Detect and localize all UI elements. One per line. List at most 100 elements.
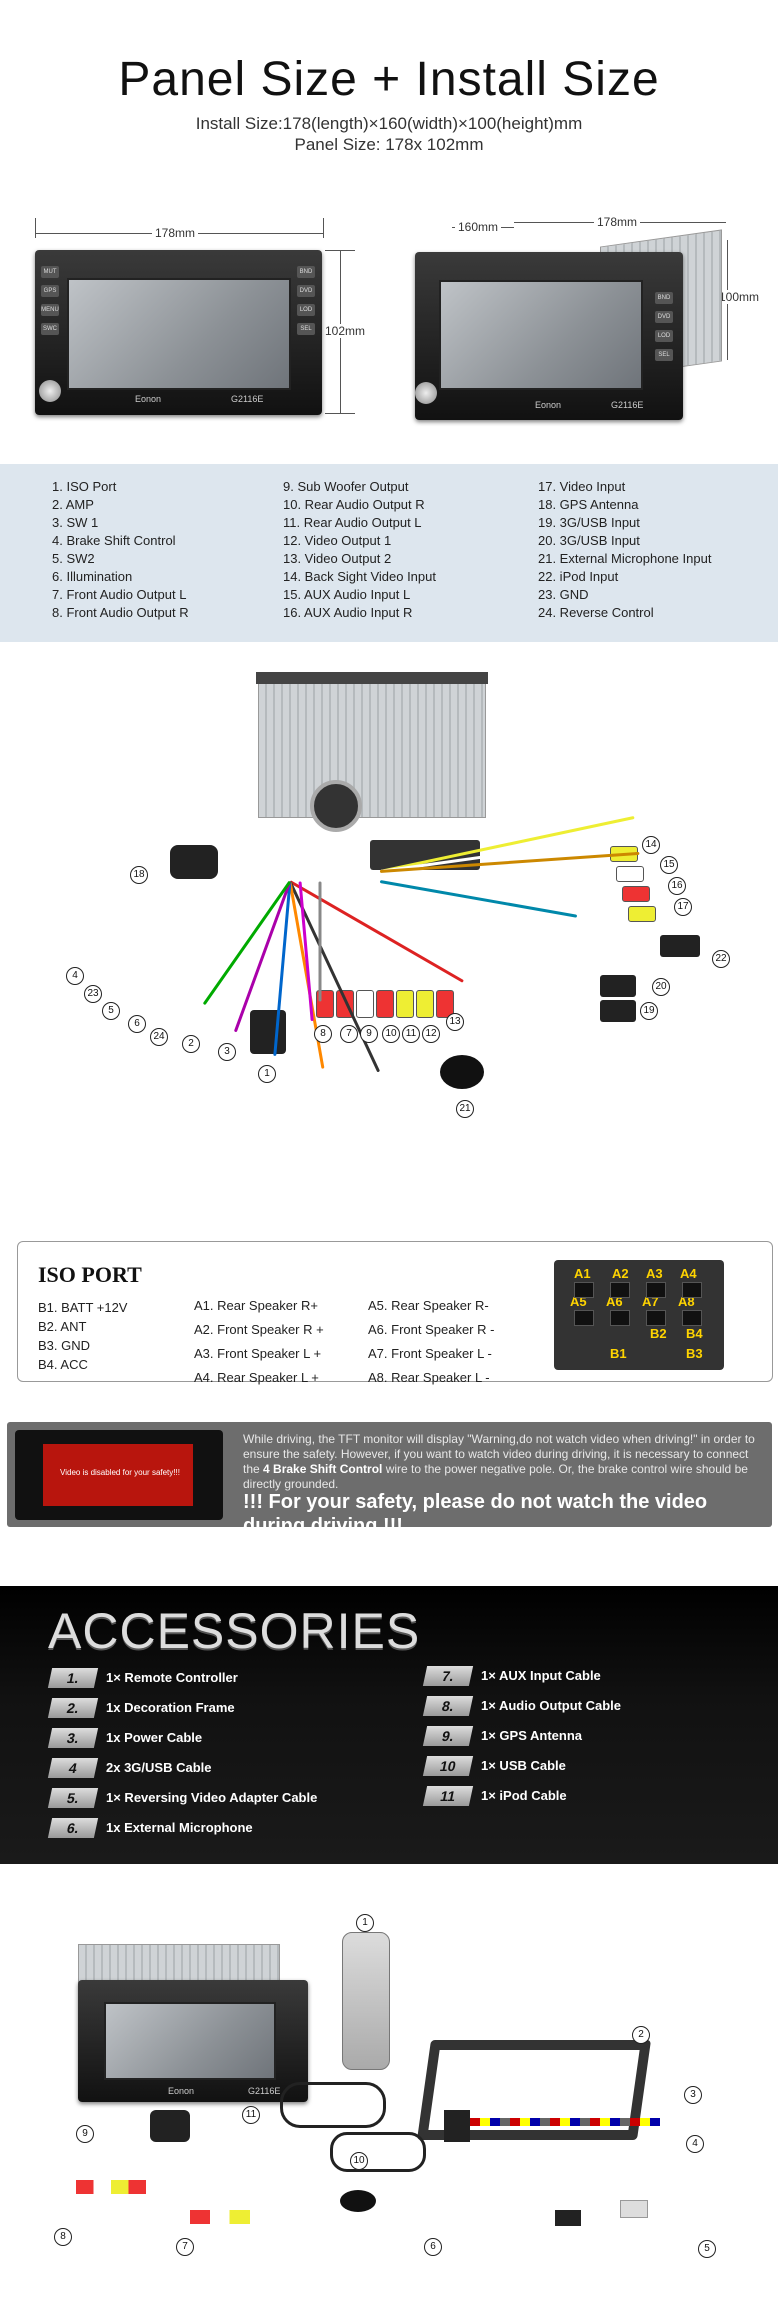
warning-description: While driving, the TFT monitor will disp… [243,1432,763,1492]
accessory-number-label: 8 [54,2228,72,2246]
wiring-number-label: 9 [360,1025,378,1043]
wiring-number-label: 5 [102,1002,120,1020]
port-list-item: 6. Illumination [52,569,133,584]
dimension-tick [35,218,36,238]
iso-connector-label: B1 [610,1346,627,1361]
unit-button: BND [655,292,673,304]
rca-plug-icon [396,990,414,1018]
wire [379,880,578,918]
accessory-number-badge: 6. [47,1818,99,1838]
port-list-item: 7. Front Audio Output L [52,587,187,602]
iso-pin-item: A6. Front Speaker R - [368,1322,495,1337]
iso-pin-item: A7. Front Speaker L - [368,1346,492,1361]
accessory-label: 1x Power Cable [106,1730,203,1745]
iso-pin-socket [610,1310,630,1326]
accessories-title: ACCESSORIES [48,1603,421,1659]
wiring-number-label: 17 [674,898,692,916]
port-list-item: 15. AUX Audio Input L [283,587,411,602]
accessory-label: 1× AUX Input Cable [481,1668,601,1683]
accessory-label: 1× GPS Antenna [481,1728,583,1743]
rca-plug-icon [622,886,650,902]
wire [202,880,292,1006]
port-list-item: 10. Rear Audio Output R [283,497,425,512]
gps-antenna-icon [170,845,218,879]
accessory-number-label: 9 [76,2125,94,2143]
accessory-number-badge: 7. [422,1666,474,1686]
wiring-number-label: 7 [340,1025,358,1043]
port-list-item: 19. 3G/USB Input [538,515,640,530]
port-list-item: 18. GPS Antenna [538,497,639,512]
dimension-tick [325,413,355,414]
lcd-screen [67,278,291,390]
accessory-label: 1× Remote Controller [106,1670,238,1685]
model-label: G2116E [611,400,644,410]
port-list-item: 12. Video Output 1 [283,533,392,548]
accessory-number-label: 7 [176,2238,194,2256]
microphone-icon [340,2190,376,2212]
wiring-number-label: 23 [84,985,102,1003]
accessory-number-label: 3 [684,2086,702,2104]
unit-button: LOD [655,330,673,342]
iso-pin-item: B1. BATT +12V [38,1300,128,1315]
port-list-item: 2. AMP [52,497,94,512]
warning-screen-text: Video is disabled for your safety!!! [60,1468,180,1477]
wiring-number-label: 11 [402,1025,420,1043]
usb-cable-icon [555,2210,581,2226]
accessory-number-label: 6 [424,2238,442,2256]
page-title: Panel Size + Install Size [118,53,660,106]
accessory-number-badge: 10 [422,1756,474,1776]
unit-button: MENU [41,304,59,316]
warning-text: wire to the power negative pole. Or, the… [243,1462,748,1491]
volume-knob [415,382,437,404]
lcd-screen [104,2002,276,2080]
iso-pin-item: B3. GND [38,1338,91,1353]
port-list-item: 4. Brake Shift Control [52,533,176,548]
iso-pin-socket [646,1310,666,1326]
power-cable-wires [470,2118,660,2126]
brand-logo: Eonon [168,2086,195,2096]
port-list-item: 14. Back Sight Video Input [283,569,436,584]
iso-pin-socket [574,1282,594,1298]
usb-connector-icon [600,975,636,997]
accessory-number-label: 11 [242,2106,260,2124]
wiring-number-label: 8 [314,1025,332,1043]
port-list-item: 24. Reverse Control [538,605,654,620]
model-label: G2116E [248,2086,281,2096]
wiring-number-label: 16 [668,877,686,895]
accessory-number-badge: 4 [47,1758,99,1778]
unit-button: BND [297,266,315,278]
accessory-label: 1× USB Cable [481,1758,566,1773]
unit-button: DVD [655,311,673,323]
wire [318,881,322,1002]
accessory-label: 1× Reversing Video Adapter Cable [106,1790,318,1805]
right-button-column: BND DVD LOD SEL [655,292,675,368]
wiring-number-label: 12 [422,1025,440,1043]
accessory-number-badge: 2. [47,1698,99,1718]
unit-button: SEL [297,323,315,335]
accessory-number-badge: 5. [47,1788,99,1808]
head-unit-angle: BND DVD LOD SEL Eonon G2116E [415,252,683,420]
accessory-number-label: 5 [698,2240,716,2258]
accessory-label: 1x External Microphone [106,1820,253,1835]
wiring-number-label: 22 [712,950,730,968]
port-list-item: 9. Sub Woofer Output [283,479,409,494]
brand-logo: Eonon [535,400,562,410]
warning-text: While driving, the TFT monitor will disp… [243,1432,755,1476]
port-list-item: 13. Video Output 2 [283,551,392,566]
wiring-number-label: 1 [258,1065,276,1083]
side-depth-label: 160mm [455,220,502,234]
accessory-number-badge: 8. [422,1696,474,1716]
accessory-label: 1× Audio Output Cable [481,1698,621,1713]
iso-connector-label: A4 [680,1266,697,1281]
wiring-number-label: 2 [182,1035,200,1053]
iso-pin-socket [682,1310,702,1326]
iso-port-title: ISO PORT [38,1262,142,1287]
accessory-number-label: 4 [686,2135,704,2153]
iso-pin-item: B2. ANT [38,1319,87,1334]
iso-connector-label: A3 [646,1266,663,1281]
panel-size-text: Panel Size: 178x 102mm [294,135,484,154]
ipod-connector-icon [660,935,700,957]
